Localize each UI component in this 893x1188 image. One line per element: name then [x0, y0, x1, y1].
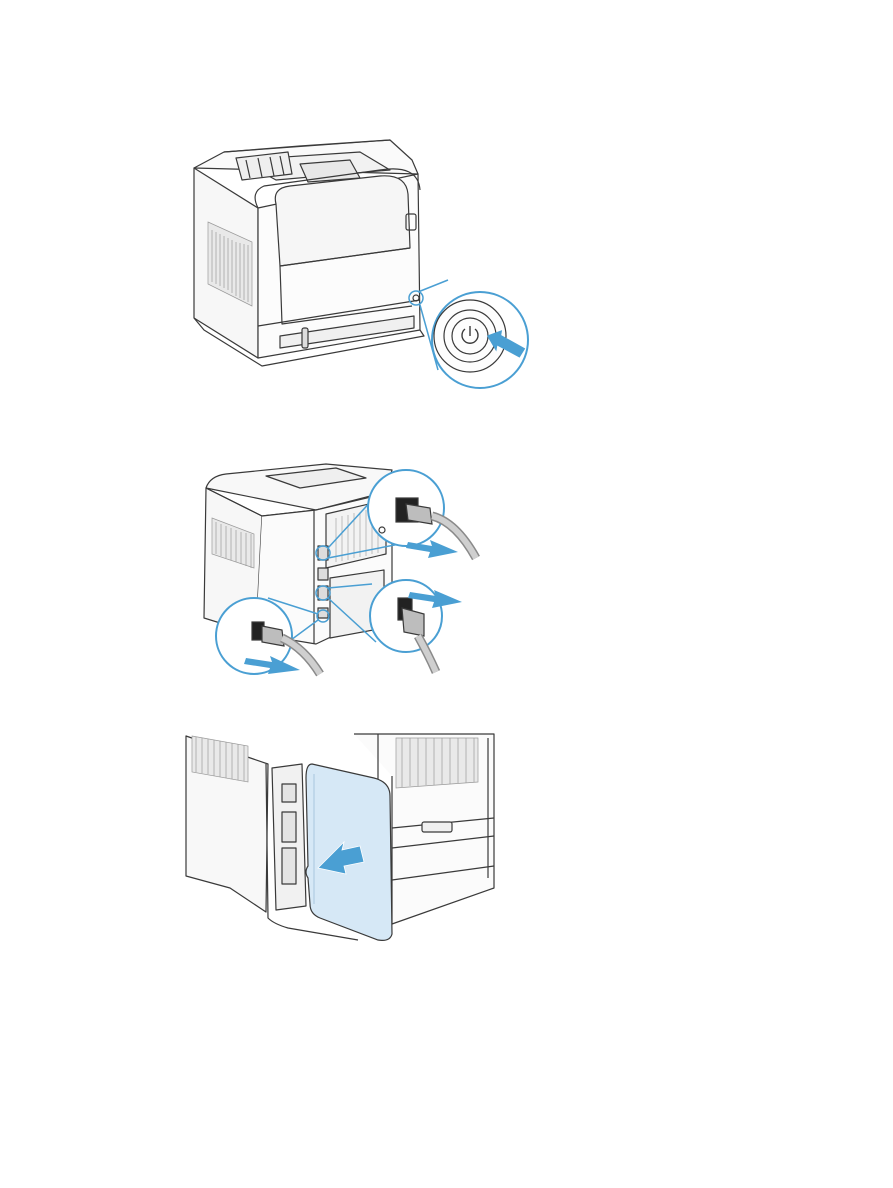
formatter-cover-illustration	[185, 733, 495, 941]
figure-disconnect-cables	[196, 458, 492, 680]
usb-cable-icon	[378, 497, 480, 561]
printer-front-illustration	[193, 139, 529, 389]
pull-arrow-icon	[244, 656, 300, 674]
pull-arrow-icon	[408, 590, 462, 608]
power-icon	[461, 326, 479, 344]
press-arrow-icon	[486, 330, 526, 358]
power-button-zoom	[433, 299, 507, 373]
side-vent-grille	[207, 221, 253, 307]
slide-arrow-icon	[317, 840, 365, 875]
printer-rear-illustration	[203, 463, 480, 677]
power-cable-icon	[397, 597, 441, 674]
pull-arrow-icon	[406, 540, 458, 558]
figure-remove-formatter-cover	[178, 728, 498, 950]
network-cable-icon	[251, 621, 324, 677]
vent-grille	[191, 735, 479, 789]
side-vent-grille	[211, 517, 255, 569]
figure-power-off	[180, 130, 530, 395]
